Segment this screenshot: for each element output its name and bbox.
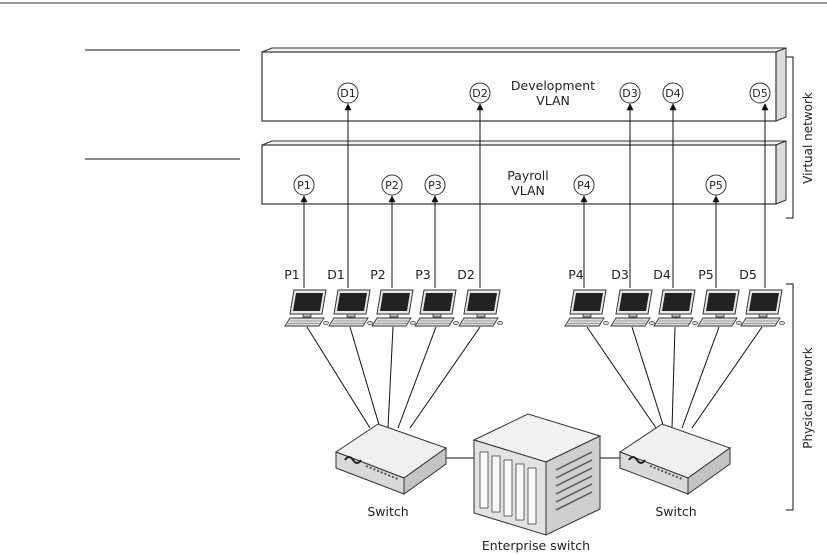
left-switch-label: Switch	[367, 504, 408, 519]
physical-network-label: Physical network	[801, 347, 815, 448]
node-d3-label: D3	[622, 87, 637, 100]
virtual-network-label: Virtual network	[801, 92, 815, 184]
computer-icon	[371, 289, 416, 327]
computer-labels: P1 D1 P2 P3 D2 P4 D3 D4 P5 D5	[284, 267, 757, 282]
node-p4	[573, 174, 595, 196]
switch-cables	[306, 326, 763, 459]
pc-label-d5: D5	[739, 267, 757, 282]
pc-label-d2: D2	[457, 267, 475, 282]
node-p3	[424, 174, 446, 196]
pc-label-p5: P5	[698, 267, 714, 282]
computer-icon	[414, 289, 459, 327]
pc-label-p2: P2	[370, 267, 386, 282]
node-p1	[293, 174, 315, 196]
computer-icon	[284, 289, 329, 327]
right-switch-icon	[618, 423, 732, 495]
computer-icon	[564, 289, 609, 327]
node-d1	[337, 82, 359, 104]
node-d5-label: D5	[752, 87, 767, 100]
node-p1-label: P1	[297, 179, 311, 192]
dev-nodes: D1 D2 D3 D4 D5	[337, 82, 771, 104]
pc-label-p1: P1	[284, 267, 300, 282]
computer-icon	[328, 289, 373, 327]
payroll-vlan-subtitle: VLAN	[511, 183, 545, 198]
node-p2	[381, 174, 403, 196]
payroll-vlan-title: Payroll	[507, 168, 549, 183]
computer-icon	[697, 289, 742, 327]
pay-nodes: P1 P2 P3 P4 P5	[293, 174, 727, 196]
node-p3-label: P3	[428, 179, 442, 192]
pc-label-d1: D1	[327, 267, 345, 282]
computer-icon	[458, 289, 503, 327]
enterprise-switch-icon	[472, 413, 602, 536]
vlan-links	[300, 103, 769, 288]
computer-icon	[610, 289, 655, 327]
node-d5	[749, 82, 771, 104]
enterprise-switch-label: Enterprise switch	[482, 538, 590, 553]
node-d4-label: D4	[665, 87, 680, 100]
node-d1-label: D1	[340, 87, 355, 100]
node-p2-label: P2	[385, 179, 399, 192]
pc-label-d3: D3	[611, 267, 629, 282]
right-switch-label: Switch	[655, 504, 696, 519]
left-switch-icon	[334, 423, 448, 495]
development-vlan-title: Development	[511, 78, 595, 93]
pc-label-p3: P3	[415, 267, 431, 282]
computer-icon	[740, 289, 785, 327]
virtual-bracket	[786, 56, 794, 219]
node-d2-label: D2	[472, 87, 487, 100]
node-p5	[705, 174, 727, 196]
node-p4-label: P4	[577, 179, 591, 192]
computer-icon	[653, 289, 698, 327]
physical-bracket	[786, 283, 794, 511]
node-d3	[619, 82, 641, 104]
pc-label-d4: D4	[653, 267, 671, 282]
development-vlan-subtitle: VLAN	[536, 93, 570, 108]
node-p5-label: P5	[709, 179, 723, 192]
node-d4	[662, 82, 684, 104]
pc-label-p4: P4	[568, 267, 584, 282]
node-d2	[469, 82, 491, 104]
computers	[284, 289, 785, 327]
